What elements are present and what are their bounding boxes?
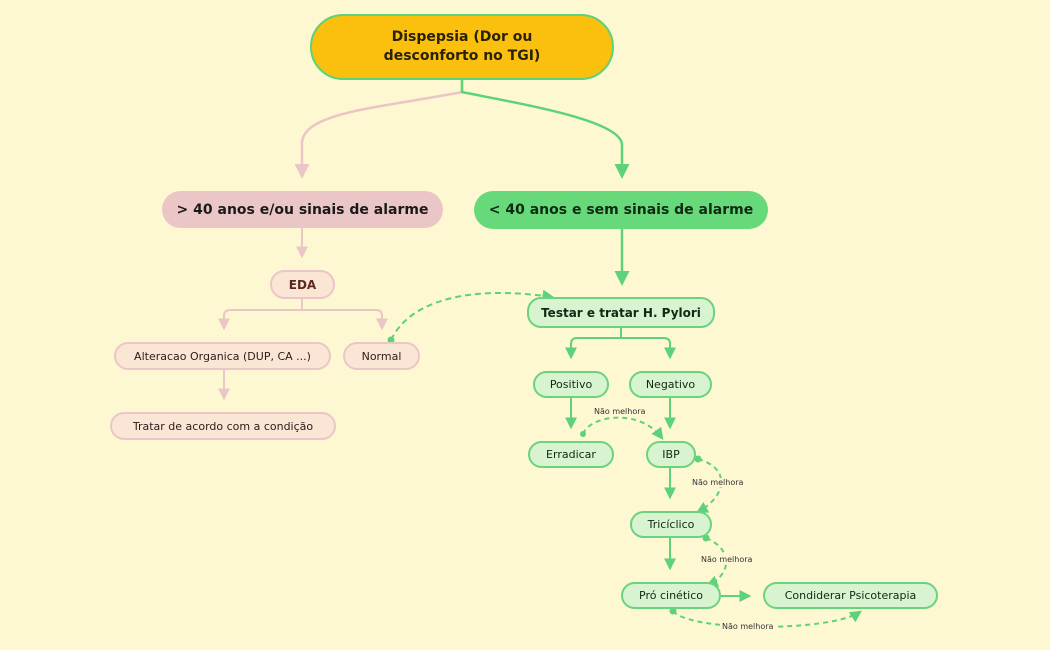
testar-node[interactable]: Testar e tratar H. Pylori	[527, 297, 715, 328]
under40-node[interactable]: < 40 anos e sem sinais de alarme	[474, 191, 768, 229]
root-node[interactable]: Dispepsia (Dor ou desconforto no TGI)	[310, 14, 614, 80]
edge-root-over40	[294, 80, 464, 179]
tratar-node[interactable]: Tratar de acordo com a condição	[110, 412, 336, 440]
edge-label-ibp-tri: Não melhora	[690, 478, 746, 487]
edge-testar-split	[570, 328, 671, 354]
edge-ibp-tri-dashed	[695, 458, 723, 514]
normal-node[interactable]: Normal	[343, 342, 420, 370]
ibp-node[interactable]: IBP	[646, 441, 696, 468]
positivo-node[interactable]: Positivo	[533, 371, 609, 398]
erradicar-node[interactable]: Erradicar	[528, 441, 614, 468]
edge-eda-split	[223, 299, 383, 326]
edge-root-under40	[460, 80, 630, 179]
edge-normal-testar	[390, 289, 555, 341]
procinetico-node[interactable]: Pró cinético	[621, 582, 721, 609]
triciclico-node[interactable]: Tricíclico	[630, 511, 712, 538]
eda-node[interactable]: EDA	[270, 270, 335, 299]
edge-label-tri-pro: Não melhora	[699, 555, 755, 564]
psicoterapia-node[interactable]: Condiderar Psicoterapia	[763, 582, 938, 609]
negativo-node[interactable]: Negativo	[629, 371, 712, 398]
edge-pos-ibp-dashed	[582, 416, 664, 440]
edge-label-pro-psi: Não melhora	[720, 622, 776, 631]
edge-label-pos-ibp: Não melhora	[592, 407, 648, 416]
edge-tri-pro-dashed	[705, 537, 728, 587]
alteracao-node[interactable]: Alteracao Organica (DUP, CA ...)	[114, 342, 331, 370]
over40-node[interactable]: > 40 anos e/ou sinais de alarme	[162, 191, 443, 228]
